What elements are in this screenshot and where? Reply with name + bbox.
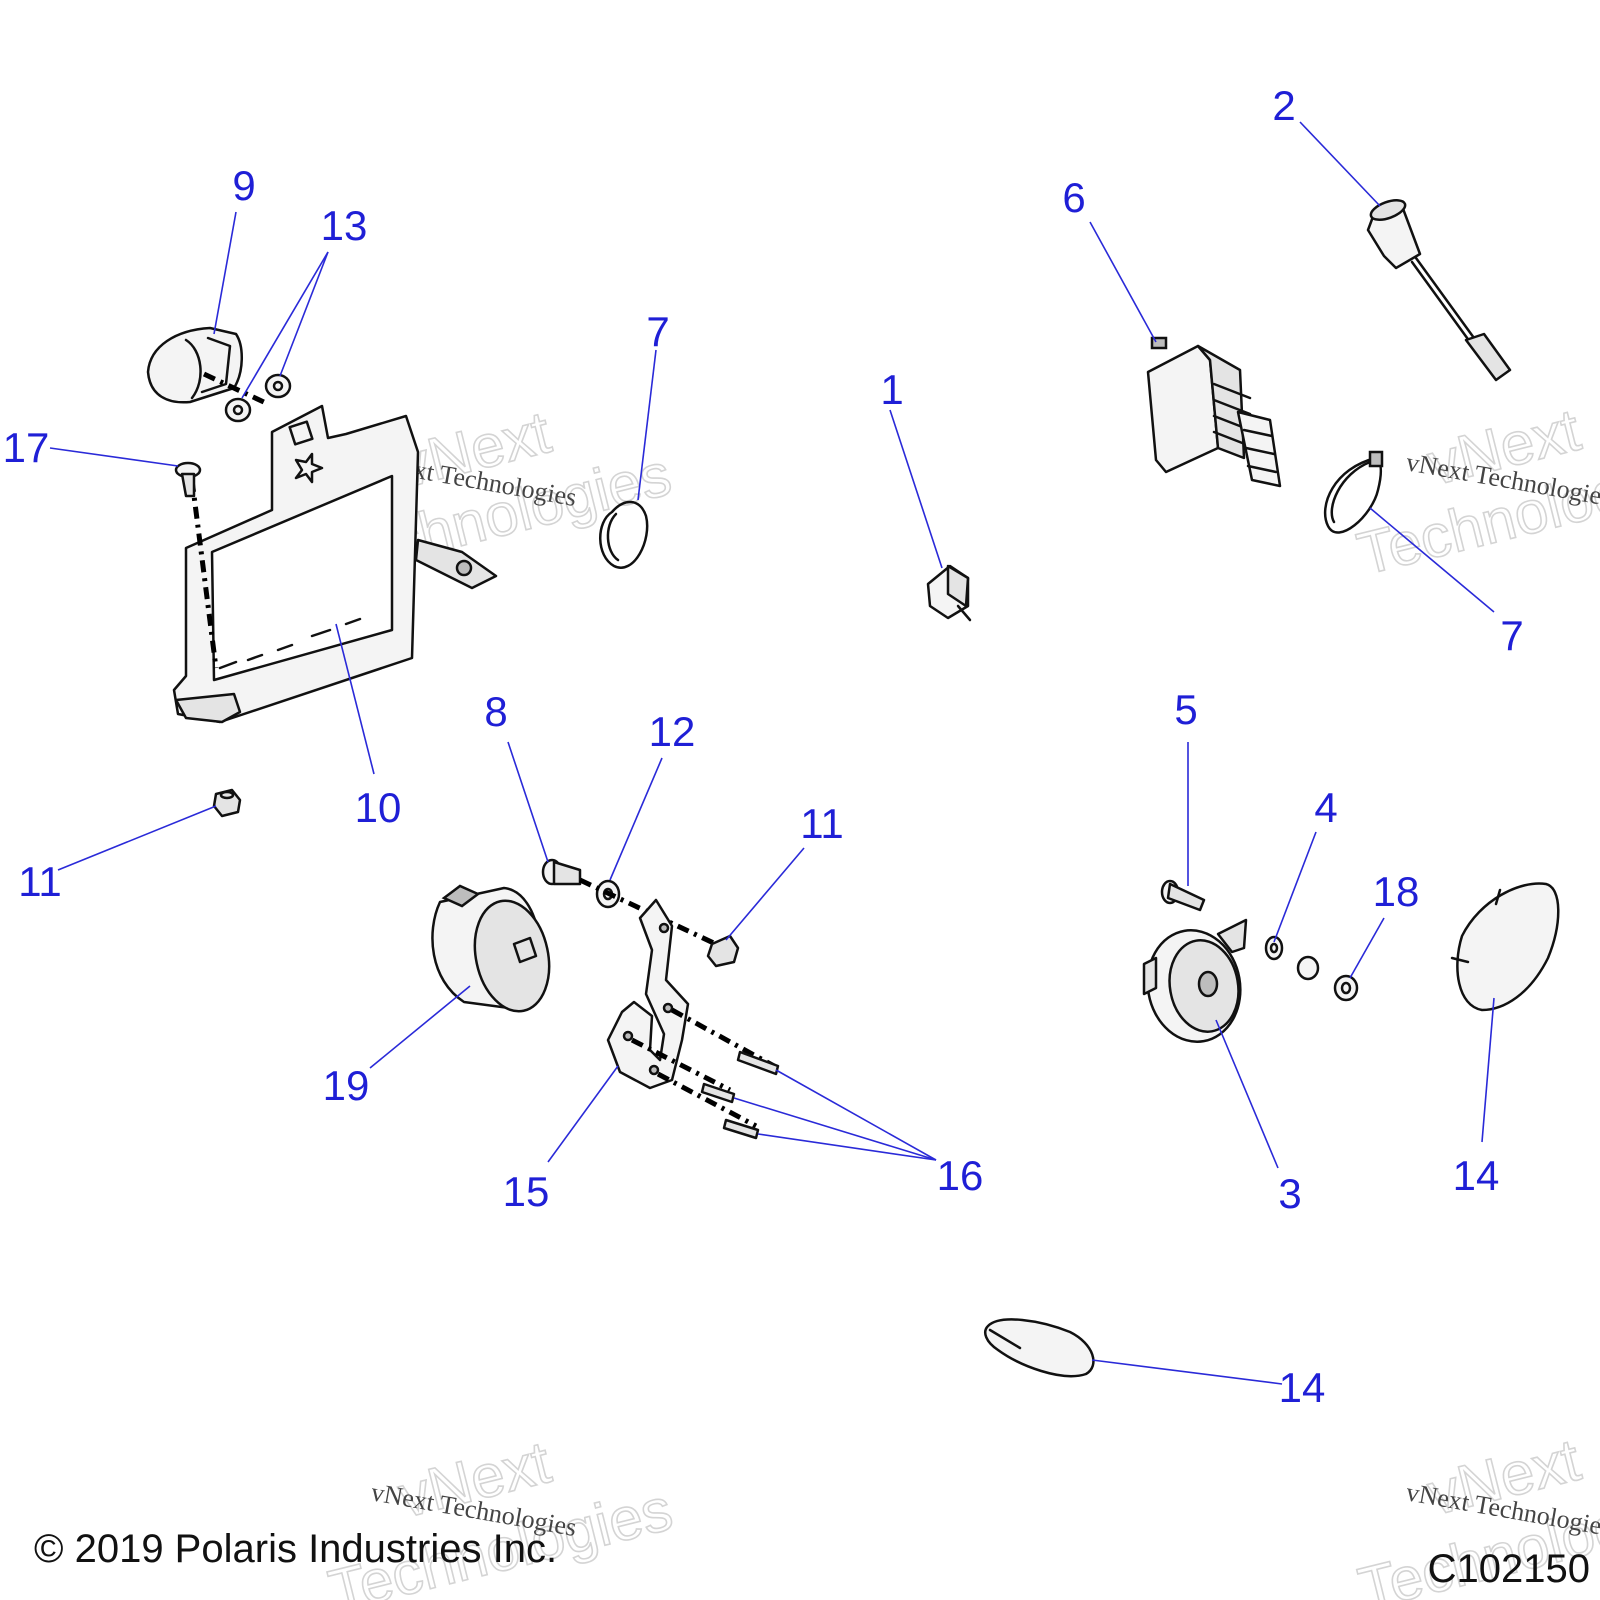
callout-15: 15: [503, 1168, 550, 1215]
callout-9: 9: [232, 162, 255, 209]
callout-14-right: 14: [1453, 1152, 1500, 1199]
part-9-light-housing: [146, 326, 270, 407]
callout-7-right: 7: [1500, 612, 1523, 659]
part-13-grommets: [224, 373, 292, 423]
callout-6: 6: [1062, 174, 1085, 221]
part-14-light-bottom: [984, 1318, 1095, 1378]
part-16-screws: [630, 1007, 780, 1140]
callout-17: 17: [3, 424, 50, 471]
part-19-motor: [431, 884, 551, 1013]
callout-4: 4: [1314, 784, 1337, 831]
callout-14-bottom: 14: [1279, 1364, 1326, 1411]
part-2-sensor: [1366, 199, 1512, 382]
part-15-bracket: [606, 898, 690, 1090]
part-1-switch: [926, 564, 972, 622]
callout-11-left: 11: [18, 858, 62, 905]
part-5-screw: [1160, 879, 1206, 912]
part-4-washer: [1264, 935, 1284, 961]
copyright-notice: © 2019 Polaris Industries Inc.: [34, 1527, 557, 1571]
callout-11-center: 11: [800, 800, 844, 847]
part-17-screw: [174, 461, 202, 498]
part-3-horn: [1142, 918, 1248, 1043]
leader-lines: [49, 121, 1495, 1385]
part-7-cable-tie-left: [599, 500, 649, 569]
part-6-control-module: [1146, 336, 1282, 488]
part-7-cable-tie-right: [1323, 450, 1384, 534]
callout-16: 16: [937, 1152, 984, 1199]
callout-12: 12: [649, 708, 696, 755]
part-14-light-right: [1450, 882, 1560, 1012]
figure-code: C102150: [1428, 1547, 1590, 1591]
part-10-plate-bracket: [172, 404, 498, 724]
callout-1: 1: [880, 366, 903, 413]
callout-13: 13: [321, 202, 368, 249]
part-18-nut: [1296, 955, 1359, 1002]
callout-3: 3: [1278, 1170, 1301, 1217]
callout-2: 2: [1272, 82, 1295, 129]
part-8-bolt: [541, 858, 582, 886]
callout-18: 18: [1373, 868, 1420, 915]
callout-8: 8: [484, 688, 507, 735]
callout-5: 5: [1174, 686, 1197, 733]
callout-10: 10: [355, 784, 402, 831]
callout-7-left: 7: [646, 308, 669, 355]
part-11-nut-left: [212, 788, 242, 818]
callout-19: 19: [323, 1062, 370, 1109]
